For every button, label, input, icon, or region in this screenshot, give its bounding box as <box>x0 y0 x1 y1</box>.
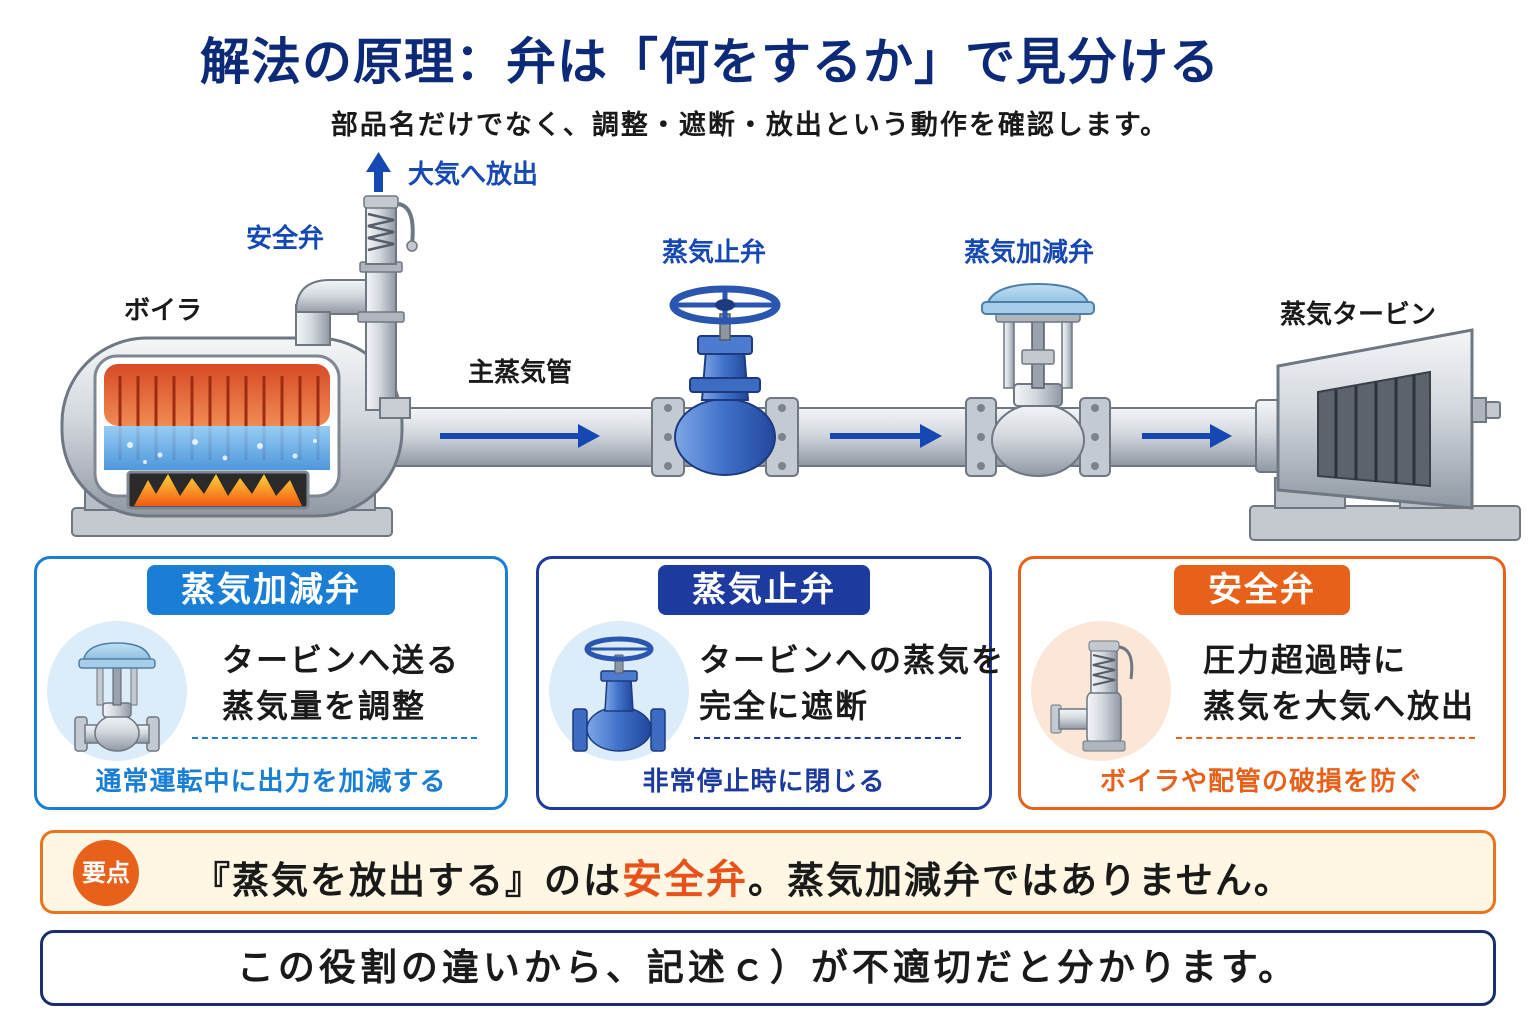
desc-line: 圧力超過時に <box>1203 641 1408 679</box>
boiler-label: ボイラ <box>124 296 203 326</box>
divider <box>192 737 477 739</box>
card-stop-valve: 蒸気止弁 タービンへの蒸気を 完全に遮断 非常停止時に閉じる <box>536 556 1003 810</box>
up-arrow-icon <box>366 152 391 192</box>
safety-valve-icon <box>1031 621 1171 761</box>
card-description: 圧力超過時に 蒸気を大気へ放出 <box>1203 637 1475 729</box>
main-pipe-label: 主蒸気管 <box>468 358 573 388</box>
page-title: 解法の原理：弁は「何をするか」で見分ける <box>200 33 1220 91</box>
control-valve-icon <box>47 621 187 761</box>
divider <box>694 737 961 739</box>
card-title: 蒸気止弁 <box>658 565 870 615</box>
desc-line: 完全に遮断 <box>699 687 870 725</box>
keypoint-text-after: 。蒸気加減弁ではありません。 <box>748 859 1293 902</box>
conclusion-box: この役割の違いから、記述ｃ）が不適切だと分かります。 <box>40 930 1496 1006</box>
control-valve-label: 蒸気加減弁 <box>964 238 1095 268</box>
gate-valve-icon <box>651 285 799 477</box>
keypoint-highlight: 安全弁 <box>622 857 748 903</box>
card-description: タービンへ送る 蒸気量を調整 <box>222 637 460 729</box>
turbine-label: 蒸気タービン <box>1280 300 1437 330</box>
keypoint-text: 『蒸気を放出する』のは安全弁。蒸気加減弁ではありません。 <box>193 847 1293 905</box>
keypoint-box: 要点 『蒸気を放出する』のは安全弁。蒸気加減弁ではありません。 <box>40 830 1496 914</box>
stop-valve-label: 蒸気止弁 <box>662 238 767 268</box>
desc-line: 蒸気を大気へ放出 <box>1203 687 1476 725</box>
keypoint-badge: 要点 <box>73 840 139 906</box>
boiler-icon <box>60 336 404 537</box>
card-note: 非常停止時に閉じる <box>642 767 886 797</box>
card-control-valve: 蒸気加減弁 タービンへ送る 蒸気量を調整 通常運転中に出力を加減する <box>34 556 508 810</box>
safety-valve-icon <box>359 195 418 273</box>
steam-system-diagram <box>60 152 1521 541</box>
safety-valve-label: 安全弁 <box>246 224 325 254</box>
keypoint-text-before: 『蒸気を放出する』のは <box>193 859 622 902</box>
card-title: 安全弁 <box>1174 565 1350 615</box>
card-note: 通常運転中に出力を加減する <box>95 767 447 797</box>
card-title: 蒸気加減弁 <box>147 565 395 615</box>
divider <box>1176 737 1475 739</box>
turbine-icon <box>1249 328 1521 541</box>
desc-line: タービンへの蒸気を <box>699 641 1006 679</box>
page-subtitle: 部品名だけでなく、調整・遮断・放出という動作を確認します。 <box>330 110 1170 141</box>
card-safety-valve: 安全弁 圧力超過時に 蒸気を大気へ放出 ボイラや配管の破損を防ぐ <box>1018 556 1506 810</box>
desc-line: 蒸気量を調整 <box>222 687 427 725</box>
desc-line: タービンへ送る <box>222 641 461 679</box>
card-description: タービンへの蒸気を 完全に遮断 <box>699 637 1005 729</box>
card-note: ボイラや配管の破損を防ぐ <box>1099 767 1424 797</box>
safety-valve-riser <box>294 261 411 419</box>
vent-label: 大気へ放出 <box>408 160 539 190</box>
gate-valve-icon <box>549 621 689 761</box>
flow-arrow-icon <box>440 424 1232 448</box>
control-valve-icon <box>965 282 1111 477</box>
